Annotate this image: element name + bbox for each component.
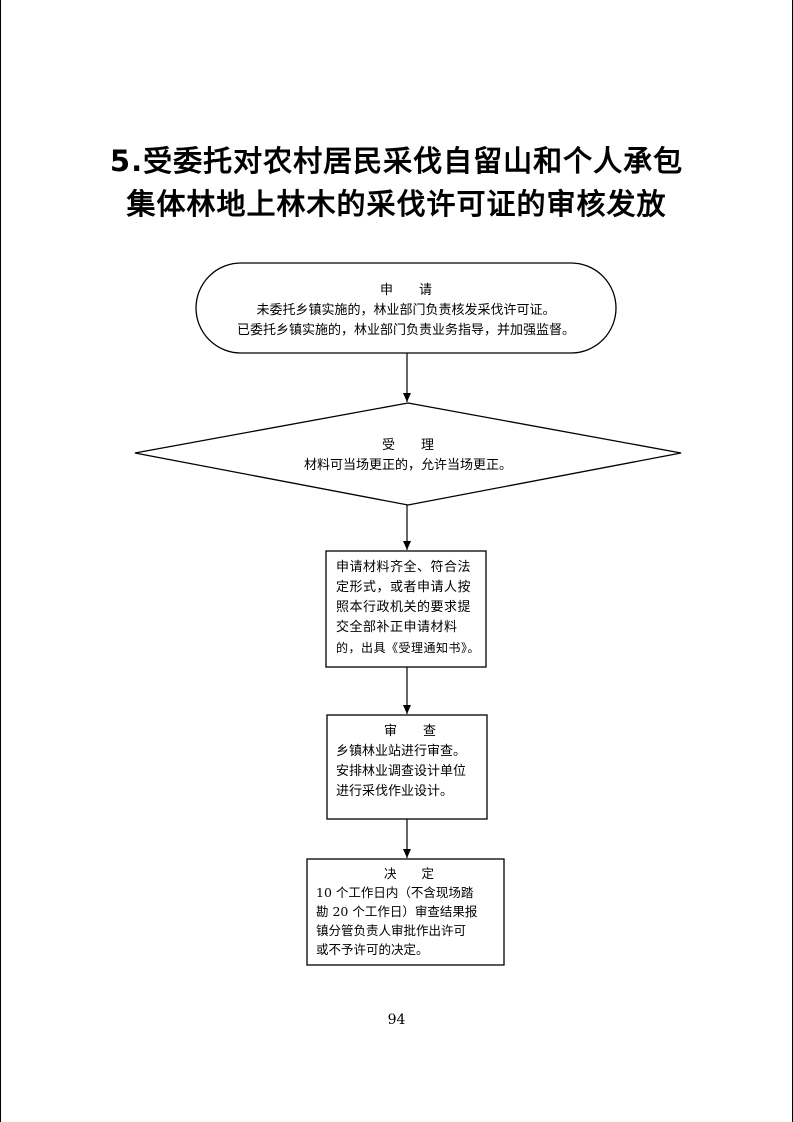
review-line-1: 乡镇林业站进行审查。 [336,744,467,759]
review-node: 审 查 乡镇林业站进行审查。 安排林业调查设计单位 进行采伐作业设计。 [336,722,484,802]
title-line-1: 5.受委托对农村居民采伐自留山和个人承包 [109,144,684,178]
page-title: 5.受委托对农村居民采伐自留山和个人承包 集体林地上林木的采伐许可证的审核发放 [0,140,793,226]
apply-line-2: 已委托乡镇实施的，林业部门负责业务指导，并加强监督。 [236,323,575,338]
review-line-3: 进行采伐作业设计。 [336,784,454,799]
decide-process-shape [306,858,505,966]
title-line-2: 集体林地上林木的采伐许可证的审核发放 [126,187,667,221]
decide-line-3: 镇分管负责人审批作出许可 [316,923,467,938]
review-line-2: 安排林业调查设计单位 [336,764,467,779]
notice-line-4: 交全部补正申请材料 [336,620,458,635]
decide-heading: 决 定 [383,866,434,881]
apply-line-1: 未委托乡镇实施的，林业部门负责核发采伐许可证。 [256,303,556,318]
decide-line-4: 或不予许可的决定。 [316,942,429,957]
apply-node: 申 请 未委托乡镇实施的，林业部门负责核发采伐许可证。 已委托乡镇实施的，林业部… [196,281,616,341]
page-number: 94 [387,1012,406,1028]
decide-node: 决 定 10 个工作日内（不含现场踏 勘 20 个工作日）审查结果报 镇分管负责… [316,864,502,959]
decide-line-2: 勘 20 个工作日）审查结果报 [316,904,478,919]
apply-terminator-shape [195,262,617,354]
notice-line-1: 申请材料齐全、符合法 [336,560,472,575]
notice-line-5: 的，出具《受理通知书》。 [336,641,481,655]
apply-heading: 申 请 [379,283,432,298]
notice-line-3: 照本行政机关的要求提 [336,600,472,615]
review-heading: 审 查 [383,724,436,739]
notice-line-2: 定形式，或者申请人按 [336,580,472,595]
accept-node: 受 理 材料可当场更正的，允许当场更正。 [220,436,596,476]
accept-decision-shape [134,402,682,506]
review-process-shape [326,714,488,820]
accept-line-1: 材料可当场更正的，允许当场更正。 [303,458,512,473]
decide-line-1: 10 个工作日内（不含现场踏 [316,885,474,900]
page-border-left [0,0,1,1122]
notice-node: 申请材料齐全、符合法 定形式，或者申请人按 照本行政机关的要求提 交全部补正申请… [336,558,482,658]
accept-heading: 受 理 [381,438,434,453]
notice-process-shape [325,550,487,668]
